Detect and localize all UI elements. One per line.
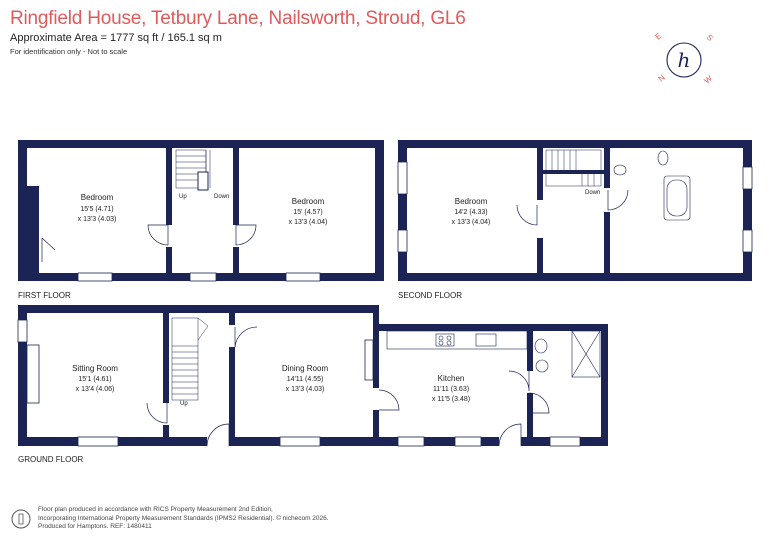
kitchen-dim1: 11'11 (3.63) (433, 386, 469, 393)
compass-north: N (657, 73, 667, 84)
room-labels: Bedroom 15'5 (4.71) x 13'3 (4.03) Bedroo… (72, 193, 490, 403)
sf-stairs-down: Down (585, 190, 600, 196)
stairs (171, 149, 602, 401)
dining-room-name: Dining Room (282, 364, 329, 373)
brand-logo: h N S W E (654, 31, 715, 85)
compass-south: S (705, 33, 715, 43)
second-floor-label: SECOND FLOOR (398, 291, 462, 300)
ff-bedroom1-dim1: 15'5 (4.71) (80, 206, 113, 213)
doors (41, 189, 629, 447)
sitting-room-dim1: 15'1 (4.61) (78, 376, 111, 383)
ff-bedroom2-name: Bedroom (292, 197, 325, 206)
windows (17, 161, 753, 447)
dining-room-dim1: 14'11 (4.55) (287, 376, 324, 383)
sitting-room-dim2: x 13'4 (4.06) (76, 386, 115, 393)
ff-stairs-up: Up (179, 194, 187, 200)
sf-bedroom-dim2: x 13'3 (4.04) (452, 219, 491, 226)
compass-east: E (654, 31, 664, 41)
footer-credits: Floor plan produced in accordance with R… (38, 506, 329, 532)
dining-room-dim2: x 13'3 (4.03) (286, 386, 325, 393)
page-title: Ringfield House, Tetbury Lane, Nailswort… (10, 8, 466, 29)
ff-bedroom2-dim2: x 13'3 (4.04) (289, 219, 328, 226)
ff-bedroom1-dim2: x 13'3 (4.03) (78, 216, 117, 223)
floor-labels: FIRST FLOOR SECOND FLOOR GROUND FLOOR (18, 291, 462, 464)
footer-line2: Incorporating International Property Mea… (38, 514, 329, 522)
identification-note: For identification only - Not to scale (10, 47, 128, 56)
sitting-room-name: Sitting Room (72, 364, 118, 373)
ff-stairs-down: Down (214, 194, 229, 200)
fixtures (386, 150, 691, 378)
footprint-icon (11, 509, 31, 529)
sf-bedroom-name: Bedroom (455, 197, 488, 206)
sf-bedroom-dim1: 14'2 (4.33) (454, 209, 487, 216)
footer-line1: Floor plan produced in accordance with R… (38, 506, 273, 513)
logo-letter: h (678, 48, 691, 72)
ground-floor-label: GROUND FLOOR (18, 455, 84, 464)
kitchen-dim2: x 11'5 (3.48) (432, 396, 470, 403)
kitchen-name: Kitchen (438, 374, 465, 383)
stair-labels: Up Down Down Up (179, 190, 600, 407)
first-floor-label: FIRST FLOOR (18, 291, 71, 300)
gf-stairs-up: Up (180, 401, 188, 407)
compass-west: W (703, 73, 715, 85)
walls (18, 140, 752, 446)
approximate-area: Approximate Area = 1777 sq ft / 165.1 sq… (10, 32, 222, 44)
ff-bedroom2-dim1: 15' (4.57) (293, 209, 322, 216)
ff-bedroom1-name: Bedroom (81, 193, 114, 202)
footer-line3: Produced for Hamptons. REF: 1480411 (38, 523, 152, 530)
